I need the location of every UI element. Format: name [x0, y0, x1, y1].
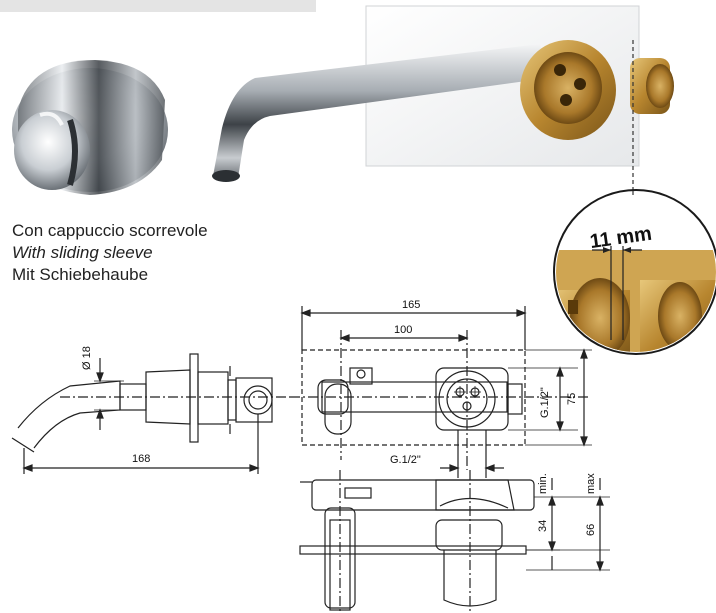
dim-min-label: min. [537, 473, 549, 494]
dim-g-half-right: G.1/2" [539, 387, 551, 418]
dim-34: 34 [537, 520, 549, 532]
caption-english: With sliding sleeve [12, 243, 153, 262]
spout-photo [212, 44, 548, 182]
dim-diameter-18: Ø 18 [81, 346, 93, 370]
dim-165: 165 [402, 299, 420, 311]
front-view [290, 306, 592, 478]
side-view [11, 353, 290, 474]
dim-168: 168 [132, 453, 150, 465]
caption-german: Mit Schiebehaube [12, 265, 149, 284]
caption-italian: Con cappuccio scorrevole [12, 221, 208, 240]
plan-view [299, 470, 610, 612]
dim-100: 100 [394, 324, 412, 336]
zoom-callout [553, 189, 716, 355]
dim-66: 66 [585, 524, 597, 536]
header-bar [0, 0, 316, 12]
dim-75: 75 [566, 393, 578, 405]
caption-block: Con cappuccio scorrevole With sliding sl… [12, 220, 208, 286]
dim-g-half-bottom: G.1/2" [390, 454, 421, 466]
brass-body-photo [520, 40, 674, 140]
dim-max-label: max [585, 473, 597, 494]
knob-handle-photo [12, 60, 168, 195]
